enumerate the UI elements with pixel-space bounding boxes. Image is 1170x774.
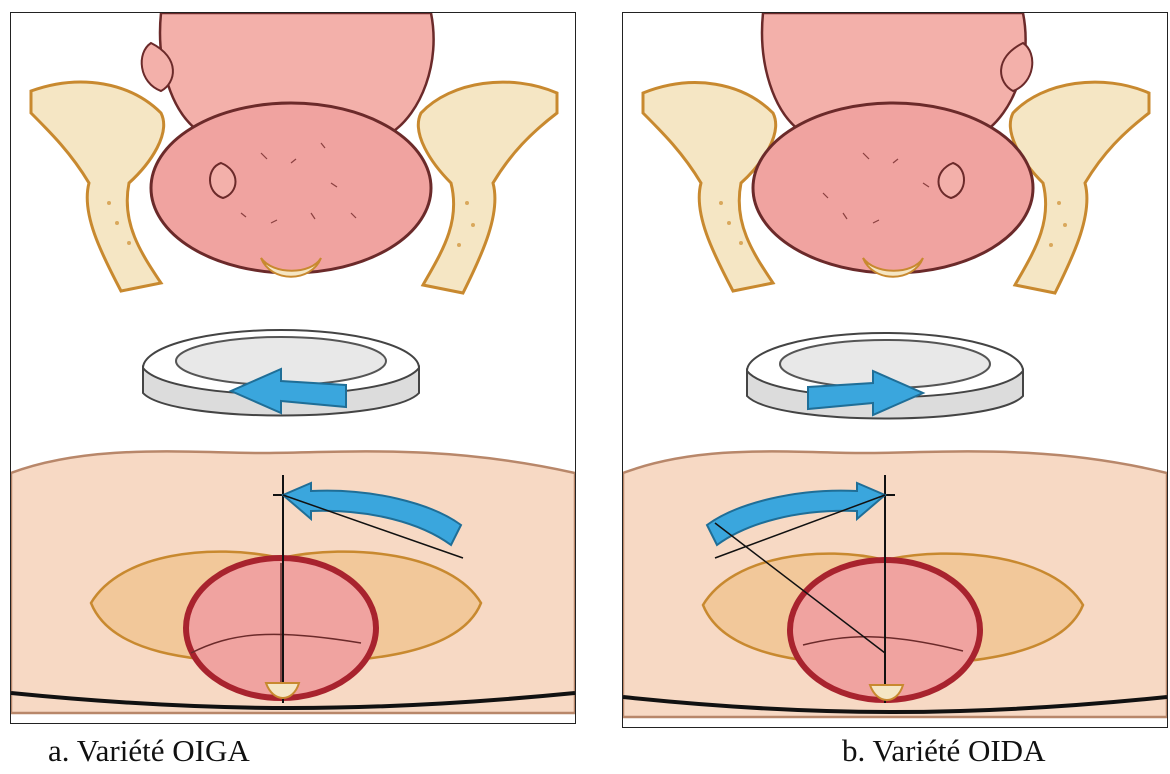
pelvis-front-view bbox=[643, 13, 1149, 293]
illustration-oida bbox=[623, 13, 1167, 727]
pelvis-front-view bbox=[31, 13, 557, 293]
illustration-oiga bbox=[11, 13, 575, 723]
perineal-view bbox=[11, 451, 575, 713]
caption-oida: b. Variété OIDA bbox=[842, 733, 1045, 769]
caption-oiga: a. Variété OIGA bbox=[48, 733, 250, 769]
perineal-view bbox=[623, 451, 1167, 717]
panel-oiga bbox=[10, 12, 576, 724]
panel-oida bbox=[622, 12, 1168, 728]
